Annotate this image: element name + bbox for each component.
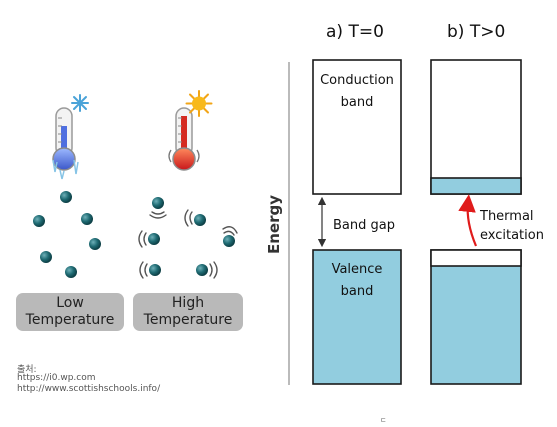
conduction-band-t0 [312, 59, 402, 195]
thermal-line-2: excitation [480, 228, 544, 243]
excited-electrons [430, 177, 522, 195]
low-line-1: Low [56, 295, 84, 311]
sun-icon [185, 90, 213, 117]
header-t0: a) T=0 [326, 22, 384, 42]
band-gap-label: Band gap [333, 218, 395, 233]
particle [65, 266, 77, 278]
particle [148, 233, 160, 245]
particle [223, 235, 235, 247]
particle [152, 197, 164, 209]
conduction-line-1: Conduction [320, 73, 394, 88]
hot-thermometer-icon [168, 107, 200, 171]
energy-axis-label: Energy [265, 195, 283, 254]
particle [33, 215, 45, 227]
high-temperature-label: High Temperature [133, 293, 243, 331]
valence-band-label: Valence band [313, 259, 401, 303]
conduction-line-2: band [340, 95, 374, 110]
band-diagram-t0 [312, 59, 402, 385]
valence-line-2: band [340, 284, 374, 299]
particle [196, 264, 208, 276]
low-line-2: Temperature [25, 312, 115, 328]
hot-particles [138, 197, 238, 279]
particle [81, 213, 93, 225]
band-diagram-t1 [430, 59, 522, 385]
conduction-band-label: Conduction band [313, 70, 401, 114]
snowflake-icon [71, 94, 89, 112]
source-url-1: https://i0.wp.com [17, 373, 96, 383]
thermal-line-1: Thermal [480, 209, 534, 224]
cold-thermometer-icon [52, 107, 79, 180]
particle [149, 264, 161, 276]
source-label: 출처: [17, 365, 37, 375]
valence-band-t0 [312, 249, 402, 385]
source-url-2: http://www.scottishschools.info/ [17, 384, 161, 394]
thermal-excitation-arrow [458, 194, 478, 247]
header-t-positive: b) T>0 [447, 22, 506, 42]
valence-line-1: Valence [331, 262, 383, 277]
thermal-excitation-label: Thermal excitation [480, 207, 544, 245]
cold-particles [33, 191, 101, 278]
footer-mark: ᄃ [380, 418, 387, 426]
particle [194, 214, 206, 226]
holes-region [430, 249, 522, 267]
high-line-1: High [171, 295, 205, 311]
valence-band-t1 [430, 249, 522, 385]
particle [60, 191, 72, 203]
high-line-2: Temperature [143, 312, 233, 328]
conduction-band-t1 [430, 59, 522, 195]
particle [40, 251, 52, 263]
particle [89, 238, 101, 250]
low-temperature-label: Low Temperature [16, 293, 124, 331]
